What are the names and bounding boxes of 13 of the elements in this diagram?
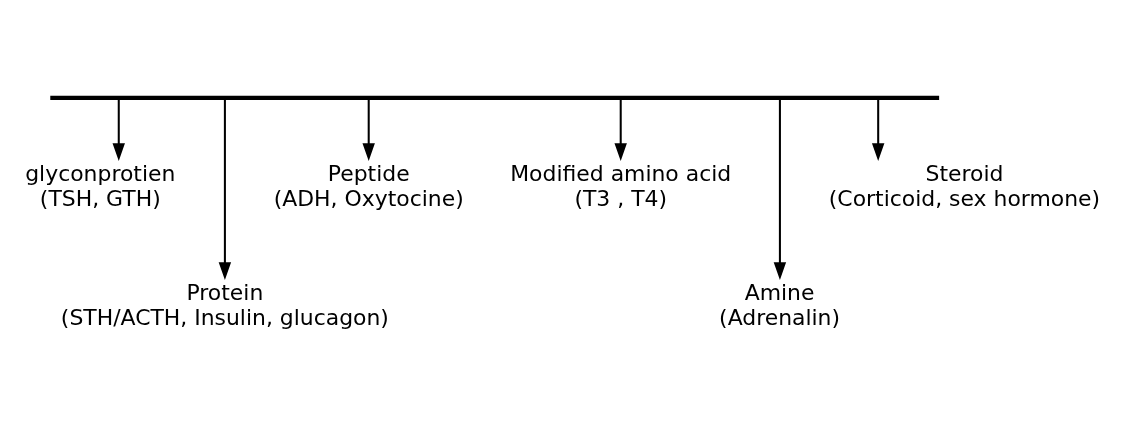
node-text: Peptide (ADH, Oxytocine)	[273, 161, 464, 211]
node-text: Steroid (Corticoid, sex hormone)	[828, 161, 1101, 211]
node-text: Protein (STH/ACTH, Insulin, glucagon)	[60, 280, 389, 330]
arrow	[871, 99, 885, 161]
arrow	[773, 99, 787, 281]
arrow	[614, 99, 627, 161]
node-text: Modified amino acid (T3 , T4)	[510, 161, 732, 211]
arrow	[112, 99, 125, 161]
node-bar	[50, 95, 940, 100]
arrow	[362, 99, 375, 161]
node-text: Amine (Adrenalin)	[719, 280, 841, 330]
arrow	[218, 99, 232, 281]
node-text: glyconprotien (TSH, GTH)	[25, 161, 176, 211]
